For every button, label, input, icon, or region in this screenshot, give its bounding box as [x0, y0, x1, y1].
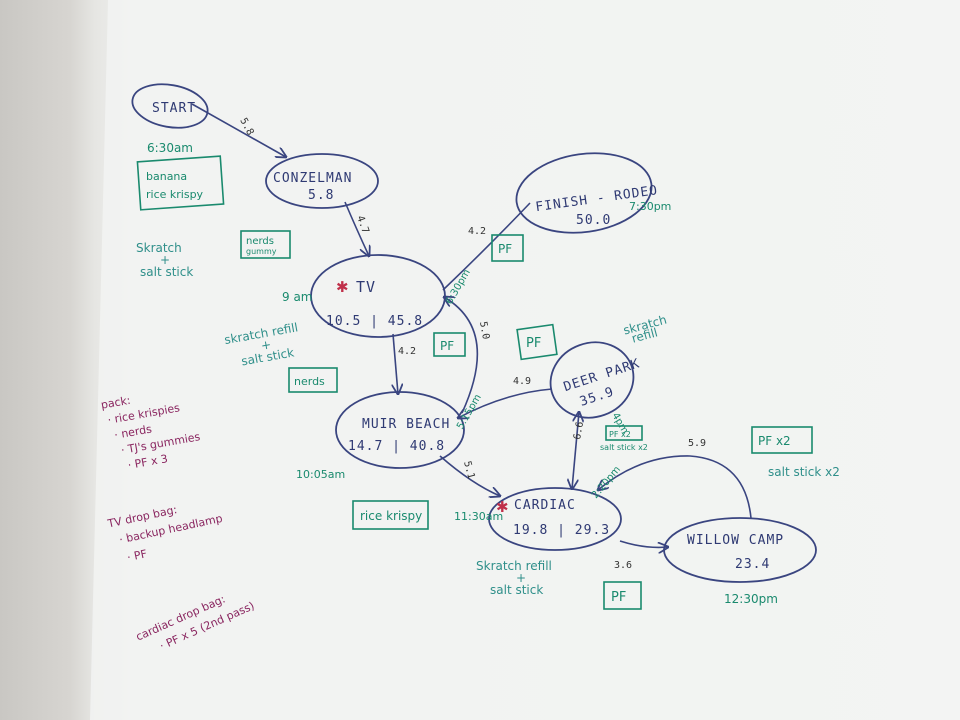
time-willow: 12:30pm [724, 592, 778, 606]
note-text: PF [440, 339, 454, 353]
note-skratch-cardiac: Skratch refill + salt stick [476, 559, 552, 597]
note-pf-tv: PF [433, 332, 466, 357]
note-text: PF x2 [758, 434, 791, 448]
note-text: Skratch [136, 241, 182, 255]
star-icon: ✱ [496, 498, 509, 516]
note-text: PF x2 [609, 430, 631, 439]
tv-drop-bag-item: · PF [126, 547, 148, 564]
note-text: PF [611, 590, 626, 605]
node-conzelman-value: 5.8 [308, 188, 334, 203]
time-start: 6:30am [147, 141, 193, 155]
distance-muir-cardiac: 5.1 [461, 460, 476, 480]
whiteboard-surface [90, 0, 960, 720]
note-text: + [160, 253, 170, 267]
node-cardiac-value: 19.8 | 29.3 [513, 523, 610, 538]
node-tv: ✱ TV 10.5 | 45.8 [310, 254, 446, 338]
distance-deer-muir: 4.9 [513, 376, 531, 387]
note-nerds-gummy: nerds gummy [240, 230, 291, 259]
note-text: PF [498, 242, 512, 256]
time-tv: 9 am [282, 290, 313, 304]
note-deer-supplies: PF x2 salt stick x2 [600, 425, 648, 452]
note-text: nerds [246, 236, 274, 247]
note-text: + [516, 571, 526, 585]
note-text: rice krispy [146, 188, 204, 201]
note-pf-willow: PF [603, 581, 642, 610]
note-skratch-start: Skratch + salt stick [136, 241, 193, 279]
note-text: refill [630, 325, 659, 345]
edge-tv-muir [393, 333, 398, 394]
distance-tv-muir: 4.2 [398, 346, 416, 357]
node-conzelman: CONZELMAN 5.8 [265, 153, 379, 209]
node-muir-beach-value: 14.7 | 40.8 [348, 439, 445, 454]
note-text: salt stick x2 [600, 443, 648, 452]
distance-cardiac-willow: 3.6 [614, 560, 632, 571]
edge-deer-muir [458, 388, 553, 418]
node-conzelman-label: CONZELMAN [273, 171, 352, 186]
edge-willow-cardiac [598, 455, 752, 519]
note-text: banana [146, 170, 187, 183]
note-text: rice krispy [360, 509, 422, 523]
node-cardiac-label: CARDIAC [514, 498, 576, 513]
note-text: salt stick [490, 583, 543, 597]
star-icon: ✱ [336, 278, 349, 296]
node-finish-rodeo-value: 50.0 [576, 213, 611, 228]
edge-muir-tv [444, 297, 479, 414]
node-muir-beach: MUIR BEACH 14.7 | 40.8 [335, 391, 465, 469]
note-nerds: nerds [288, 367, 338, 393]
note-text: + [260, 337, 272, 353]
node-muir-beach-label: MUIR BEACH [362, 417, 450, 432]
edge-muir-cardiac [439, 455, 500, 496]
distance-willow-cardiac: 5.9 [688, 438, 706, 449]
note-text: gummy [246, 247, 277, 256]
edge-cardiac-deer [572, 412, 579, 489]
node-cardiac: ✱ CARDIAC 19.8 | 29.3 [488, 487, 622, 551]
note-text: salt stick [140, 265, 193, 279]
edge-conzelman-tv [344, 201, 369, 256]
note-text: PF [526, 336, 541, 351]
distance-muir-tv: 5.0 [477, 321, 491, 341]
pack-list-title: pack: [100, 394, 132, 412]
distance-tv-finish: 4.2 [468, 226, 486, 237]
note-banana-rice-krispy: banana rice krispy [136, 155, 225, 211]
node-start-label: START [152, 101, 196, 116]
note-text: nerds [294, 375, 325, 388]
node-start: START [131, 83, 209, 129]
note-text: Skratch refill [476, 559, 552, 573]
node-tv-value: 10.5 | 45.8 [326, 314, 423, 329]
node-willow-camp: WILLOW CAMP 23.4 [663, 517, 817, 583]
node-tv-label: TV [356, 278, 376, 296]
note-pf-finish: PF [491, 234, 524, 262]
note-rice-krispy: rice krispy [352, 500, 429, 530]
distance-cardiac-deer: 6.6 [572, 421, 586, 441]
node-willow-camp-value: 23.4 [735, 557, 770, 572]
note-pf-deer: PF [516, 323, 558, 361]
note-pf-x2: PF x2 [751, 426, 813, 454]
time-finish: 7:30pm [629, 200, 671, 213]
note-salt-stick-x2: salt stick x2 [768, 465, 840, 479]
time-cardiac: 11:30am [454, 510, 503, 523]
time-muir: 10:05am [296, 468, 345, 481]
node-willow-camp-label: WILLOW CAMP [687, 533, 784, 548]
